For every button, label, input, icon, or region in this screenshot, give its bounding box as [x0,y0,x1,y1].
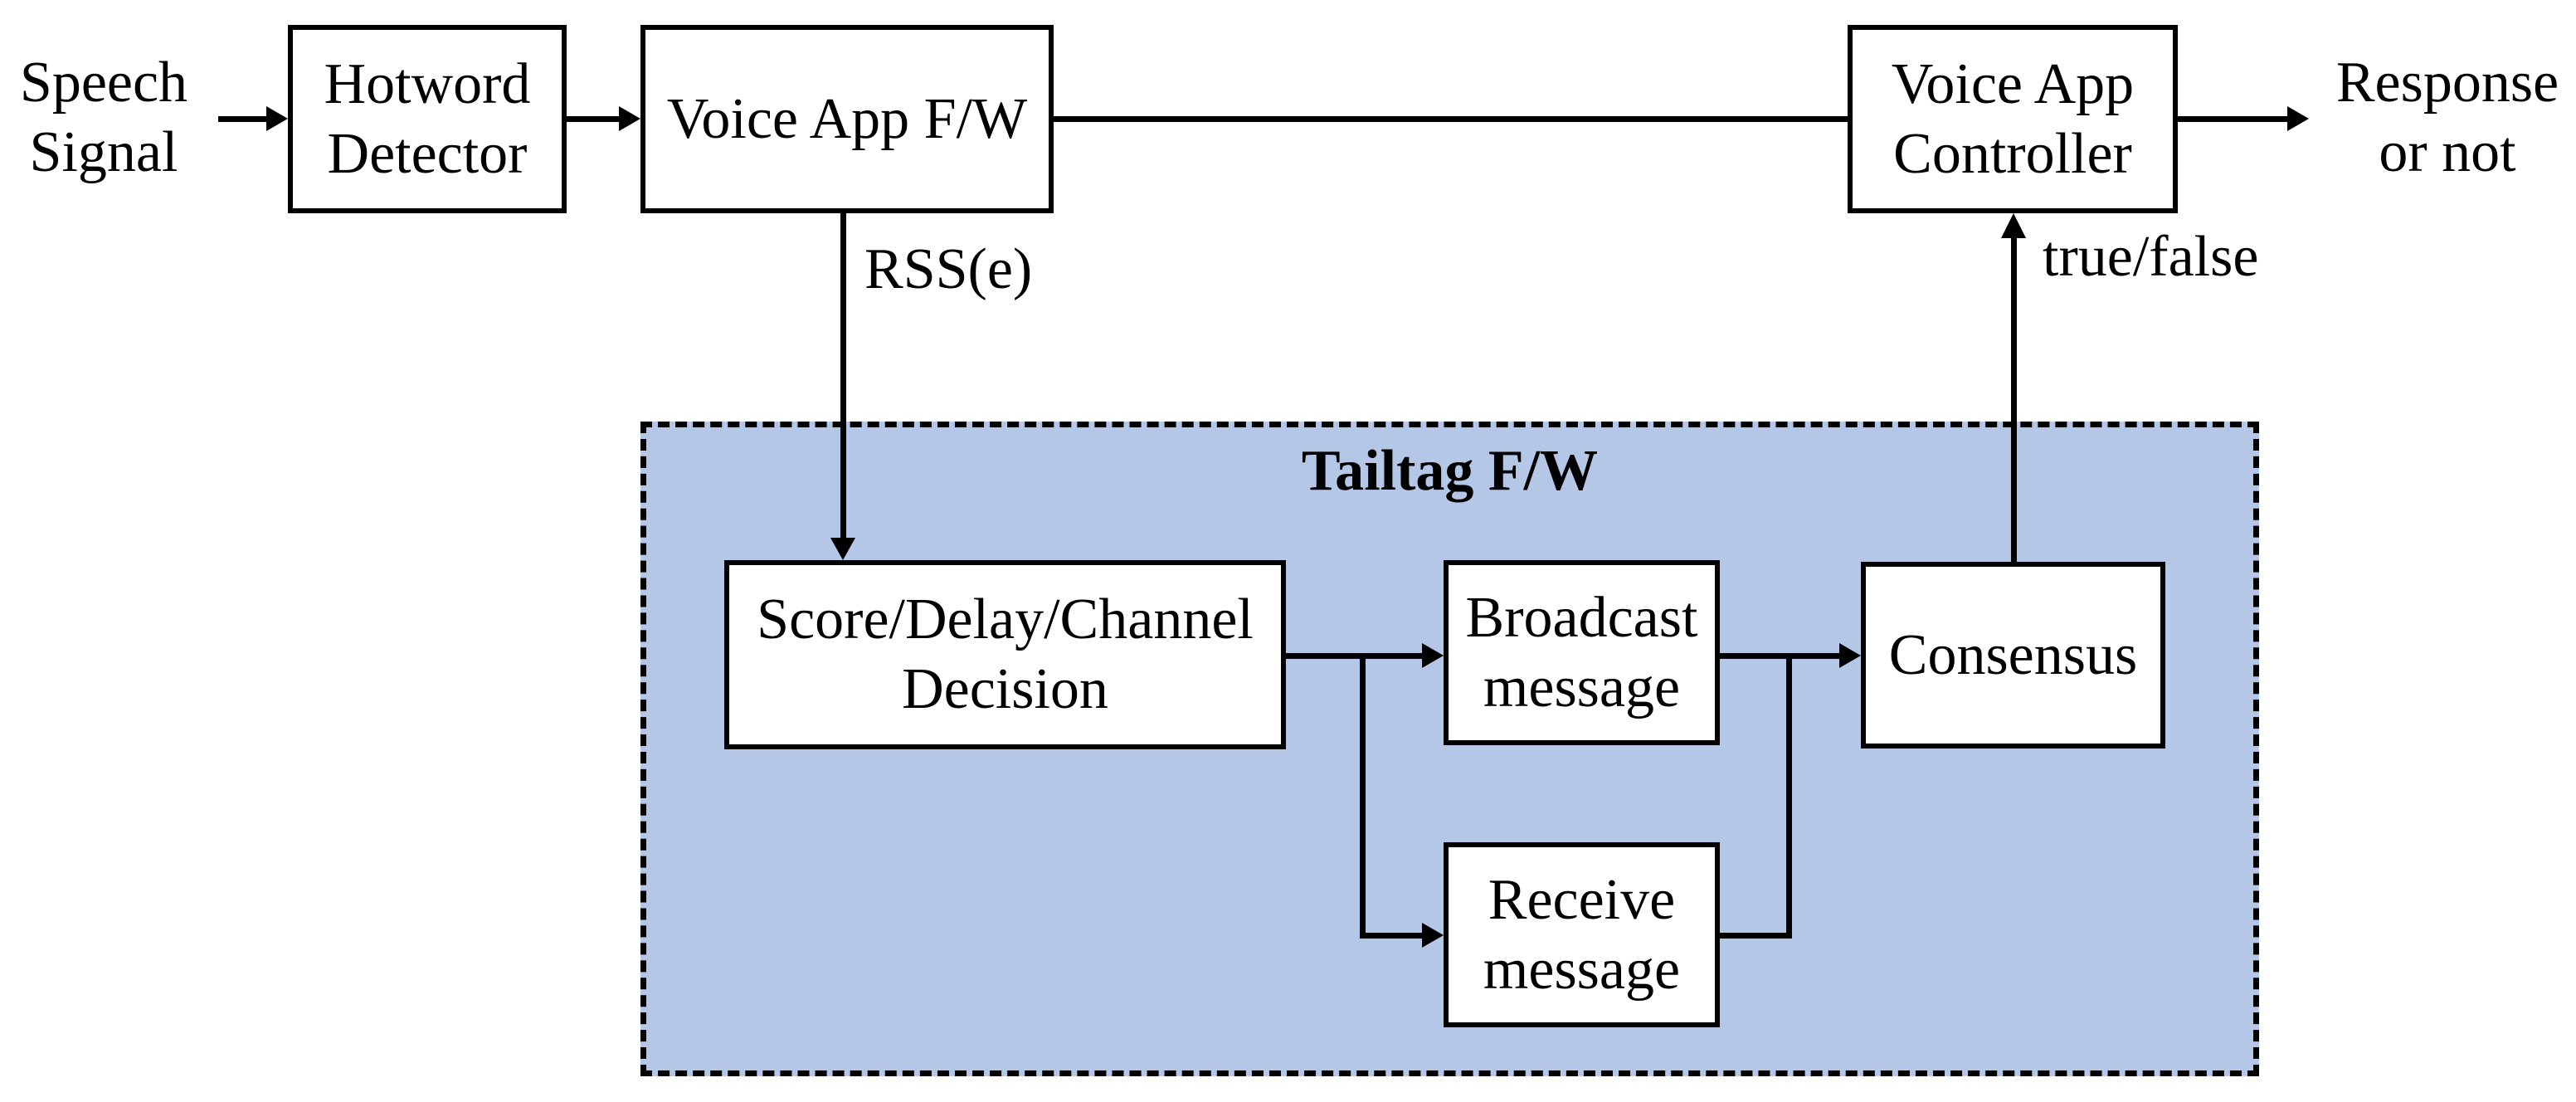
tailtag-region-title: Tailtag F/W [1301,439,1599,503]
edge-rss-arrowhead-icon [830,538,855,560]
edge-label-rss: RSS(e) [864,237,1033,301]
node-voice-app-controller: Voice App Controller [1848,25,2178,213]
edge-score-to-receive-arrowhead-icon [1422,923,1444,948]
edge-score-to-receive-drop-line [1360,653,1366,939]
edge-broadcast-to-consensus-line [1720,653,1842,659]
edge-broadcast-to-consensus-arrowhead-icon [1839,643,1861,668]
edge-speech-to-hotword-line [218,116,268,122]
edge-consensus-to-controller-arrowhead-icon [2001,213,2026,238]
edge-score-to-receive-line [1360,933,1424,939]
input-label-speech-signal: Speech Signal [19,51,188,184]
edge-label-true-false: true/false [2043,225,2259,289]
node-hotword-detector: Hotword Detector [288,25,567,213]
edge-rss-line [840,213,846,544]
edge-receive-out-line [1720,933,1792,939]
edge-consensus-to-controller-line [2011,235,2017,562]
node-broadcast-message: Broadcast message [1444,560,1720,745]
edge-speech-to-hotword-arrowhead-icon [266,106,288,131]
node-score-delay-channel: Score/Delay/Channel Decision [724,560,1286,749]
edge-controller-to-response-arrowhead-icon [2287,106,2309,131]
node-voice-app-fw: Voice App F/W [640,25,1054,213]
output-label-response-or-not: Response or not [2335,51,2559,184]
node-receive-message: Receive message [1444,842,1720,1027]
edge-receive-riser-line [1786,656,1792,939]
edge-hotword-to-voiceapp-line [567,116,620,122]
edge-hotword-to-voiceapp-arrowhead-icon [619,106,640,131]
edge-controller-to-response-line [2178,116,2288,122]
edge-score-to-broadcast-arrowhead-icon [1422,643,1444,668]
edge-voiceapp-to-controller-line [1054,116,1848,122]
node-consensus: Consensus [1861,562,2165,748]
edge-score-to-broadcast-line [1286,653,1424,659]
